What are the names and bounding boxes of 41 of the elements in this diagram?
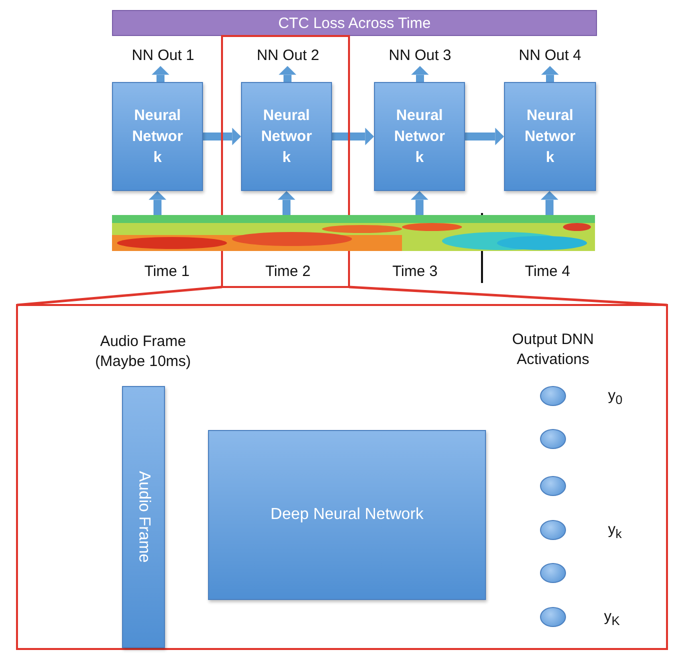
time-label: Time 4 bbox=[524, 262, 572, 282]
highlight-frame bbox=[16, 304, 668, 650]
output-label: NN Out 2 bbox=[243, 44, 333, 66]
output-neuron bbox=[540, 429, 566, 449]
arrow bbox=[332, 128, 374, 146]
arrow bbox=[152, 66, 170, 82]
time-label: Time 1 bbox=[143, 262, 191, 282]
activation-label: y$_{k}$ bbox=[608, 521, 622, 541]
arrow bbox=[465, 128, 504, 146]
arrow bbox=[278, 66, 296, 82]
network-box: Neural Networ k bbox=[112, 82, 203, 191]
output-label: NN Out 4 bbox=[505, 44, 595, 66]
arrow bbox=[410, 191, 428, 215]
output-neuron bbox=[540, 563, 566, 583]
network-box: Neural Networ k bbox=[241, 82, 332, 191]
audio-frame-bar: Audio Frame bbox=[122, 386, 165, 648]
output-label: NN Out 1 bbox=[118, 44, 208, 66]
loss-bar: CTC Loss Across Time bbox=[112, 10, 597, 36]
output-neuron bbox=[540, 520, 566, 540]
outputs-heading: Output DNN Activations bbox=[511, 330, 595, 370]
network-box: Neural Networ k bbox=[504, 82, 596, 191]
time-label: Time 3 bbox=[391, 262, 439, 282]
arrow bbox=[540, 191, 558, 215]
output-neuron bbox=[540, 386, 566, 406]
activation-label: y$_{K}$ bbox=[604, 608, 620, 628]
activation-label: y$_{0}$ bbox=[608, 387, 622, 407]
arrow bbox=[541, 66, 559, 82]
network-box: Deep Neural Network bbox=[208, 430, 486, 600]
highlight-frame bbox=[221, 35, 350, 288]
frame-heading: Audio Frame (Maybe 10ms) bbox=[94, 332, 192, 372]
output-neuron bbox=[540, 607, 566, 627]
arrow bbox=[411, 66, 429, 82]
time-label: Time 2 bbox=[264, 262, 312, 282]
arrow bbox=[148, 191, 166, 215]
output-label: NN Out 3 bbox=[375, 44, 465, 66]
arrow bbox=[278, 191, 296, 215]
arrow bbox=[203, 128, 241, 146]
zoom-line bbox=[16, 286, 222, 306]
zoom-line bbox=[348, 286, 668, 306]
output-neuron bbox=[540, 476, 566, 496]
network-box: Neural Networ k bbox=[374, 82, 465, 191]
